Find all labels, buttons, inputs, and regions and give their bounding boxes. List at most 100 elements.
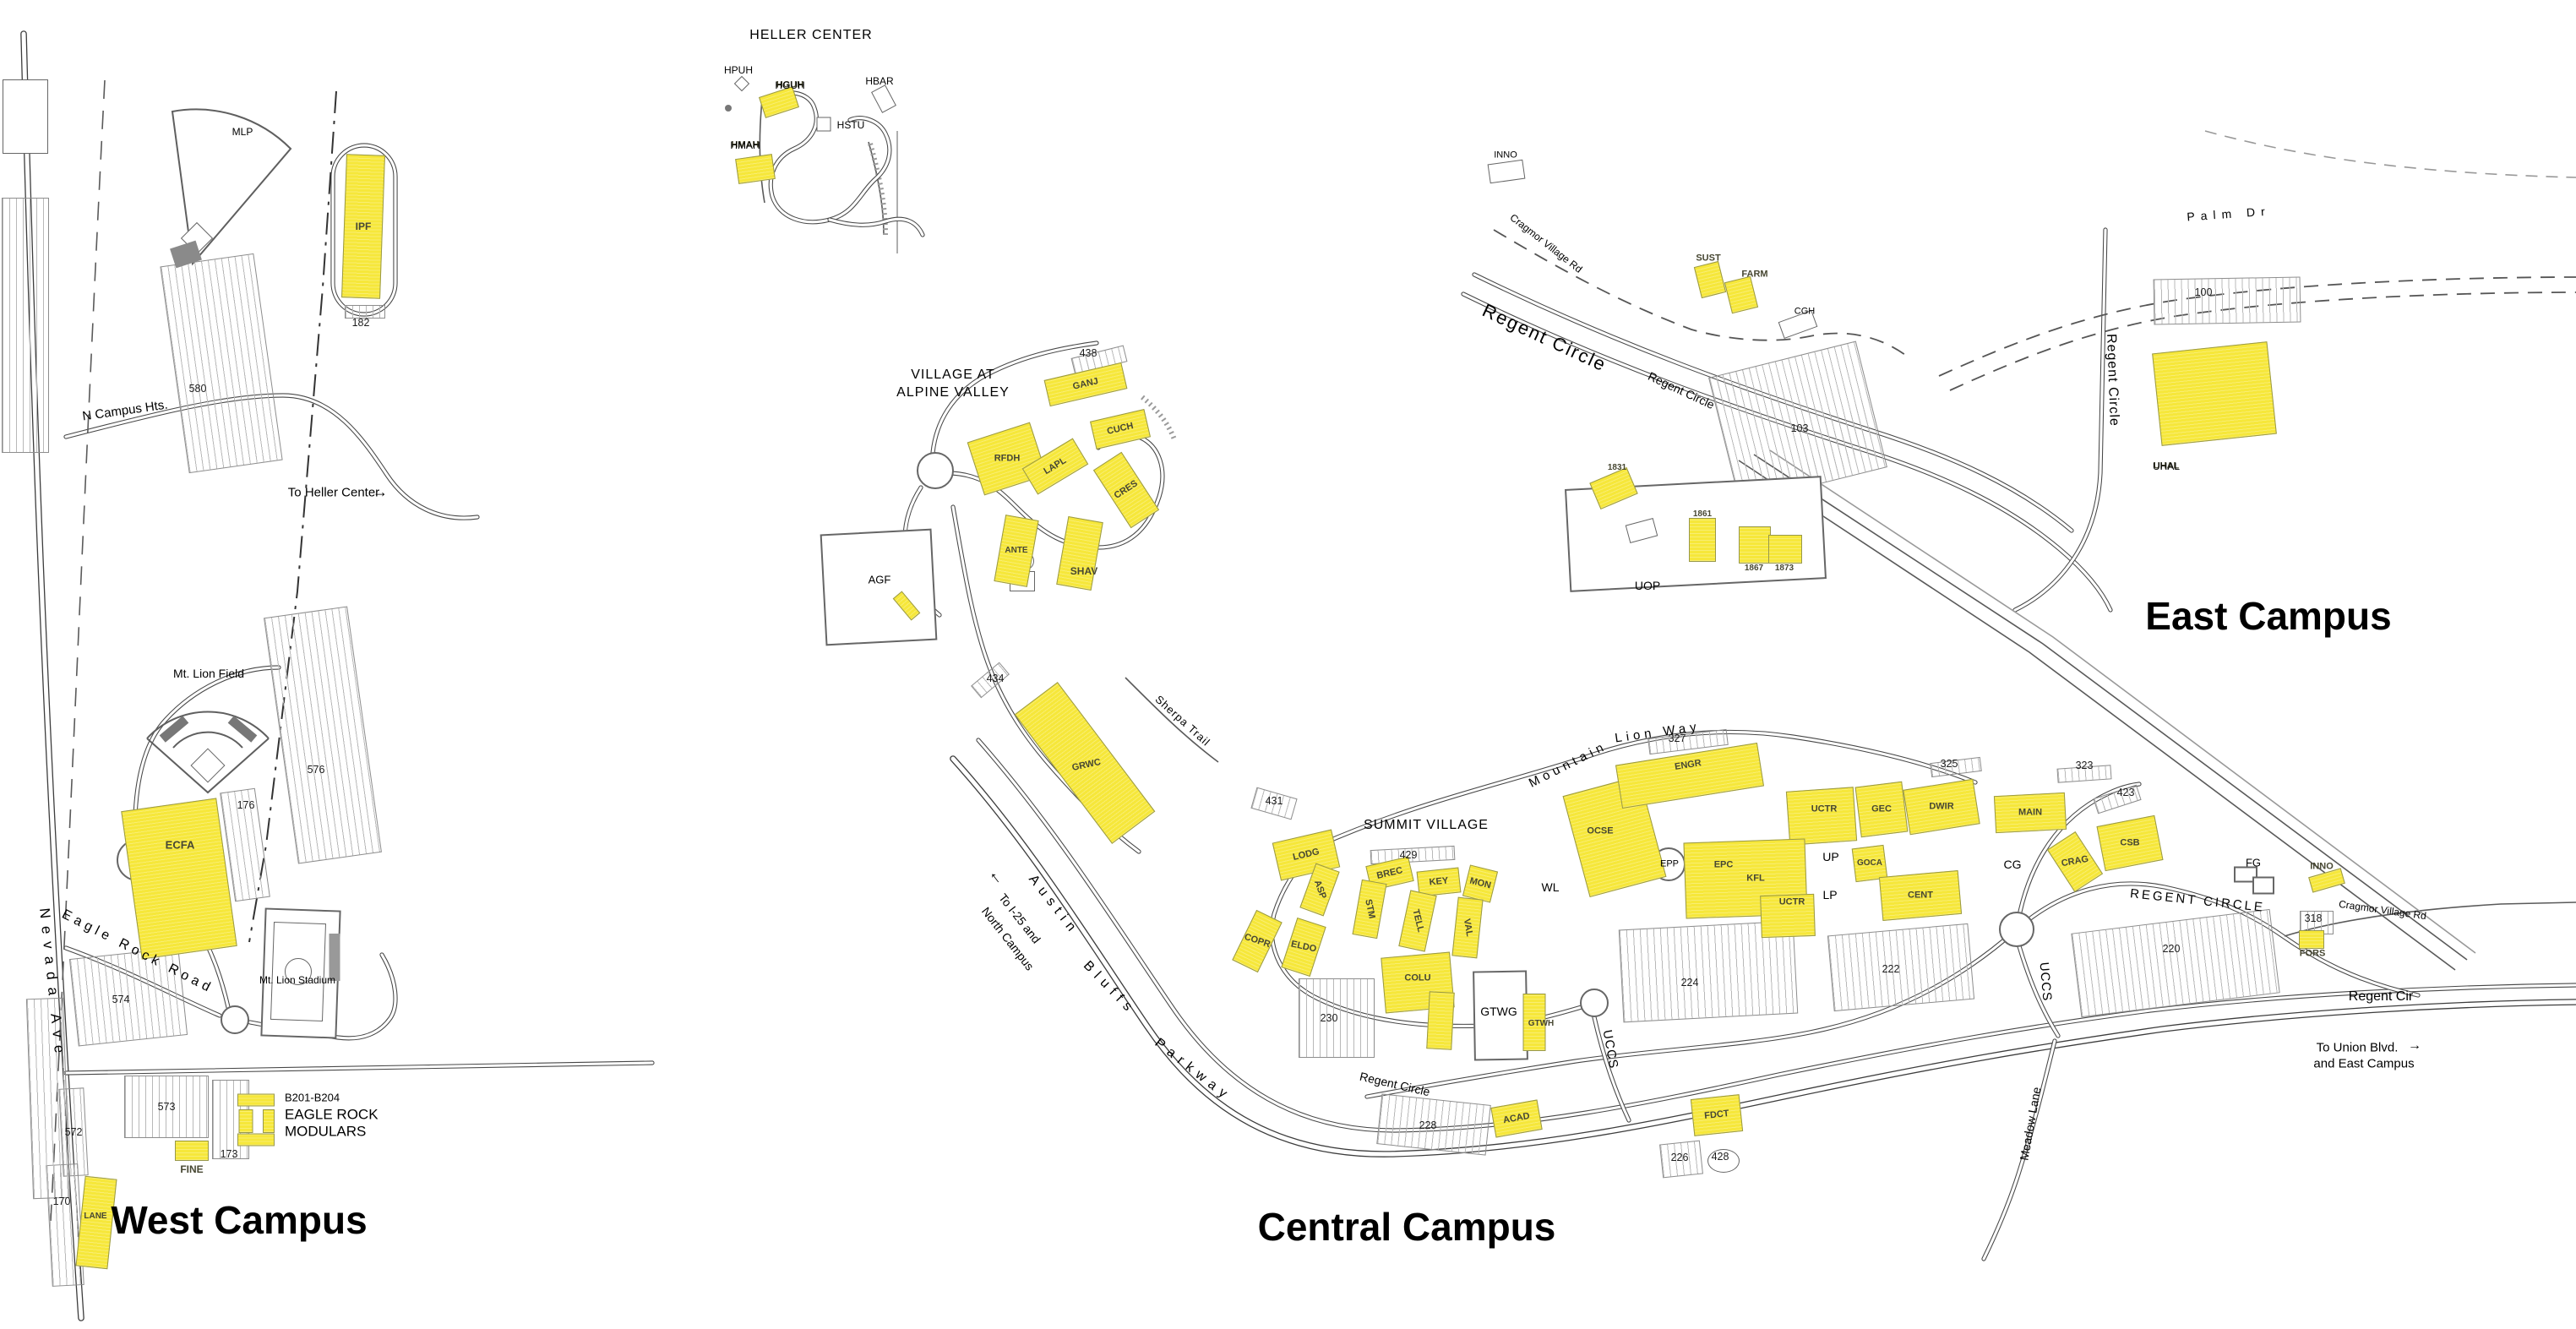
lot-number-573: 573	[157, 1100, 176, 1113]
outline-structure	[329, 934, 340, 981]
road-label-regent-circle-11: Regent Circle	[2104, 333, 2121, 428]
map-label-fg-5: FG	[2245, 856, 2262, 869]
outline-structure	[221, 1005, 249, 1034]
building-label-colu: COLU	[1404, 972, 1431, 983]
building-label-ocse: OCSE	[1587, 825, 1614, 836]
building-label-inno: INNO	[2310, 861, 2334, 872]
building-label-farm: FARM	[1741, 269, 1768, 280]
map-label-epc-20: EPC	[1713, 859, 1734, 870]
map-label-block-24: →	[373, 483, 388, 500]
map-label-and-east-campus-29: and East Campus	[2313, 1056, 2415, 1071]
map-label-b201-b204-31: B201-B204	[285, 1091, 340, 1104]
lot-number-428: 428	[1711, 1150, 1729, 1163]
building-label-ecfa: ECFA	[165, 838, 195, 852]
building-label-val: VAL	[1461, 918, 1475, 938]
lot-number-434: 434	[986, 672, 1005, 684]
lot-number-170: 170	[52, 1195, 71, 1207]
building-1867	[1739, 526, 1771, 564]
outline-structure	[285, 958, 312, 985]
lot-number-574: 574	[112, 993, 130, 1005]
map-label-inno-13: INNO	[1494, 150, 1517, 161]
building-label-sust: SUST	[1696, 253, 1721, 264]
building-uctr	[1785, 787, 1858, 846]
road-label-regent-cir-17: Regent Cir	[2348, 989, 2414, 1004]
outline-structure	[917, 452, 954, 489]
lot-number-230: 230	[1320, 1011, 1338, 1024]
building-label-hguh: HGUH	[776, 79, 804, 90]
map-label-cgh-12: CGH	[1794, 306, 1816, 317]
outline-structure	[1999, 912, 2034, 947]
lot-number-431: 431	[1265, 794, 1283, 807]
building-1861	[1689, 518, 1716, 562]
building-label-dwir: DWIR	[1929, 801, 1954, 812]
building-1873	[1768, 535, 1802, 564]
map-label-agf-10: AGF	[868, 573, 891, 586]
map-label-gtwg-11: GTWG	[1480, 1005, 1517, 1018]
building-label-ipf: IPF	[355, 221, 372, 232]
map-label-mlp-0: MLP	[231, 126, 253, 138]
roads-heller	[762, 93, 923, 235]
parking-lot-230	[1299, 978, 1375, 1058]
map-label-mt-lion-field-1: Mt. Lion Field	[172, 667, 245, 680]
building-label-main: MAIN	[2018, 807, 2043, 818]
outline-structure	[1707, 1149, 1740, 1173]
road-label-uccs-20: UCCS	[2036, 961, 2055, 1002]
building-gtwh	[1522, 994, 1546, 1051]
building-label-fors: FORS	[2299, 948, 2326, 959]
area-heading-alpine-valley: ALPINE VALLEY	[896, 385, 1010, 400]
campus-title-east-campus: East Campus	[2145, 594, 2392, 638]
map-label-to-union-blvd-28: To Union Blvd.	[2316, 1040, 2399, 1055]
building-label-csb: CSB	[2120, 837, 2140, 848]
building-fine	[175, 1141, 209, 1161]
lot-number-176: 176	[237, 798, 255, 811]
outline-structure	[820, 528, 938, 646]
lot-number-429: 429	[1399, 848, 1418, 861]
area-heading-village-at: VILLAGE AT	[911, 368, 995, 382]
campus-roads	[66, 145, 2418, 1259]
lot-number-580: 580	[188, 382, 207, 395]
map-label-cg-4: CG	[2003, 858, 2022, 871]
parking-lot-573	[124, 1076, 209, 1138]
outline-structure	[3, 79, 48, 154]
building-label-key: KEY	[1429, 875, 1449, 888]
lot-number-438: 438	[1079, 346, 1097, 359]
map-label-hguh-15: HGUH	[775, 79, 805, 91]
building-label-rfdh: RFDH	[994, 453, 1021, 464]
building-label-1867: 1867	[1744, 564, 1764, 573]
building-label-cent: CENT	[1908, 890, 1933, 901]
building-label-lane: LANE	[84, 1212, 107, 1221]
parking-lot-182	[345, 305, 385, 319]
outline-structure	[725, 105, 732, 112]
outline-structure	[1580, 989, 1609, 1017]
map-label-kfl-21: KFL	[1746, 873, 1765, 884]
building-block	[238, 1109, 253, 1133]
campus-title-central-campus: Central Campus	[1257, 1205, 1556, 1249]
map-label-hpuh-14: HPUH	[723, 64, 754, 76]
building-label-1861: 1861	[1692, 509, 1713, 519]
map-label-lp-7: LP	[1822, 888, 1838, 901]
lot-number-100: 100	[2194, 286, 2213, 298]
building-ecfa	[121, 798, 237, 960]
building-label-uhal: UHAL	[2153, 460, 2180, 471]
building-block	[237, 1133, 275, 1147]
parking-lot-222	[1827, 923, 1975, 1012]
lot-number-327: 327	[1668, 732, 1686, 744]
map-label-mt-lion-stadium-2: Mt. Lion Stadium	[259, 974, 336, 986]
map-label-hstu-17: HSTU	[836, 119, 865, 131]
lot-number-323: 323	[2075, 759, 2094, 771]
building-label-shav: SHAV	[1070, 565, 1098, 577]
building-label-gec: GEC	[1871, 803, 1892, 814]
map-label-uop-9: UOP	[1634, 579, 1661, 592]
outline-structure	[2234, 866, 2257, 883]
lot-number-576: 576	[307, 763, 325, 776]
campus-title-west-campus: West Campus	[111, 1198, 368, 1242]
building-label-uctr: UCTR	[1811, 803, 1838, 814]
outline-structure	[2252, 876, 2274, 895]
area-heading-heller-center: HELLER CENTER	[749, 28, 873, 42]
map-label-wl-3: WL	[1541, 880, 1560, 894]
building-block	[237, 1093, 275, 1107]
building-label-ante: ANTE	[1005, 546, 1028, 555]
major-roads	[24, 34, 2576, 1318]
building-label-1873: 1873	[1774, 564, 1794, 573]
